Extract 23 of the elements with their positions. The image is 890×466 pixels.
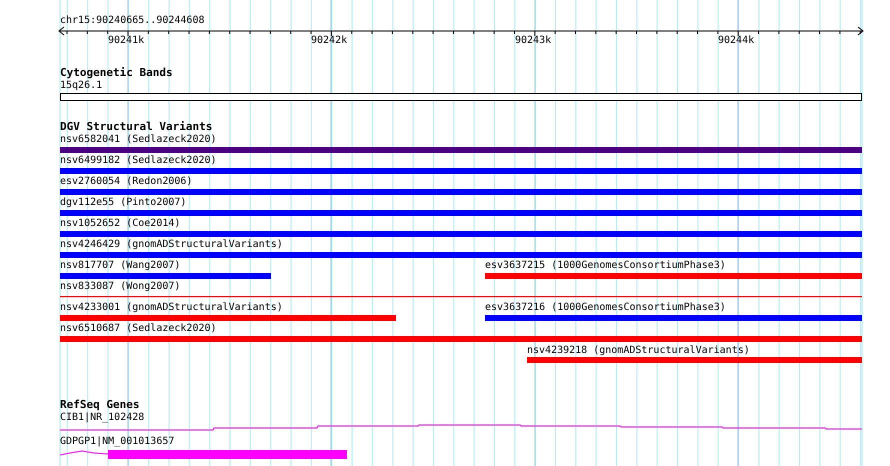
- tick-label: 90242k: [311, 35, 348, 47]
- tick-label: 90241k: [108, 35, 144, 47]
- feature-label: esv2760054 (Redon2006): [60, 176, 192, 188]
- feature-label: nsv6499182 (Sedlazeck2020): [60, 155, 217, 167]
- feature-label: nsv6510687 (Sedlazeck2020): [60, 323, 217, 335]
- tick-label: 90244k: [718, 35, 754, 47]
- feature-label: dgv112e55 (Pinto2007): [60, 197, 186, 209]
- feature-label: nsv833087 (Wong2007): [60, 281, 180, 293]
- feature-label: esv3637216 (1000GenomesConsortiumPhase3): [485, 302, 726, 314]
- gene-label: CIB1|NR_102428: [60, 412, 144, 424]
- band-label: 15q26.1: [60, 80, 102, 92]
- location-label: chr15:90240665..90244608: [60, 15, 204, 27]
- feature-label: nsv4246429 (gnomADStructuralVariants): [60, 239, 283, 251]
- feature-label: esv3637215 (1000GenomesConsortiumPhase3): [485, 260, 726, 272]
- gene-label: GDPGP1|NM_001013657: [60, 436, 174, 448]
- track-heading: Cytogenetic Bands: [60, 67, 173, 79]
- tick-label: 90243k: [515, 35, 552, 47]
- feature-label: nsv4233001 (gnomADStructuralVariants): [60, 302, 283, 314]
- feature-label: nsv6582041 (Sedlazeck2020): [60, 134, 217, 146]
- track-heading: DGV Structural Variants: [60, 121, 212, 133]
- feature-label: nsv817707 (Wang2007): [60, 260, 180, 272]
- feature-label: nsv1052652 (Coe2014): [60, 218, 180, 230]
- feature-label: nsv4239218 (gnomADStructuralVariants): [527, 345, 750, 357]
